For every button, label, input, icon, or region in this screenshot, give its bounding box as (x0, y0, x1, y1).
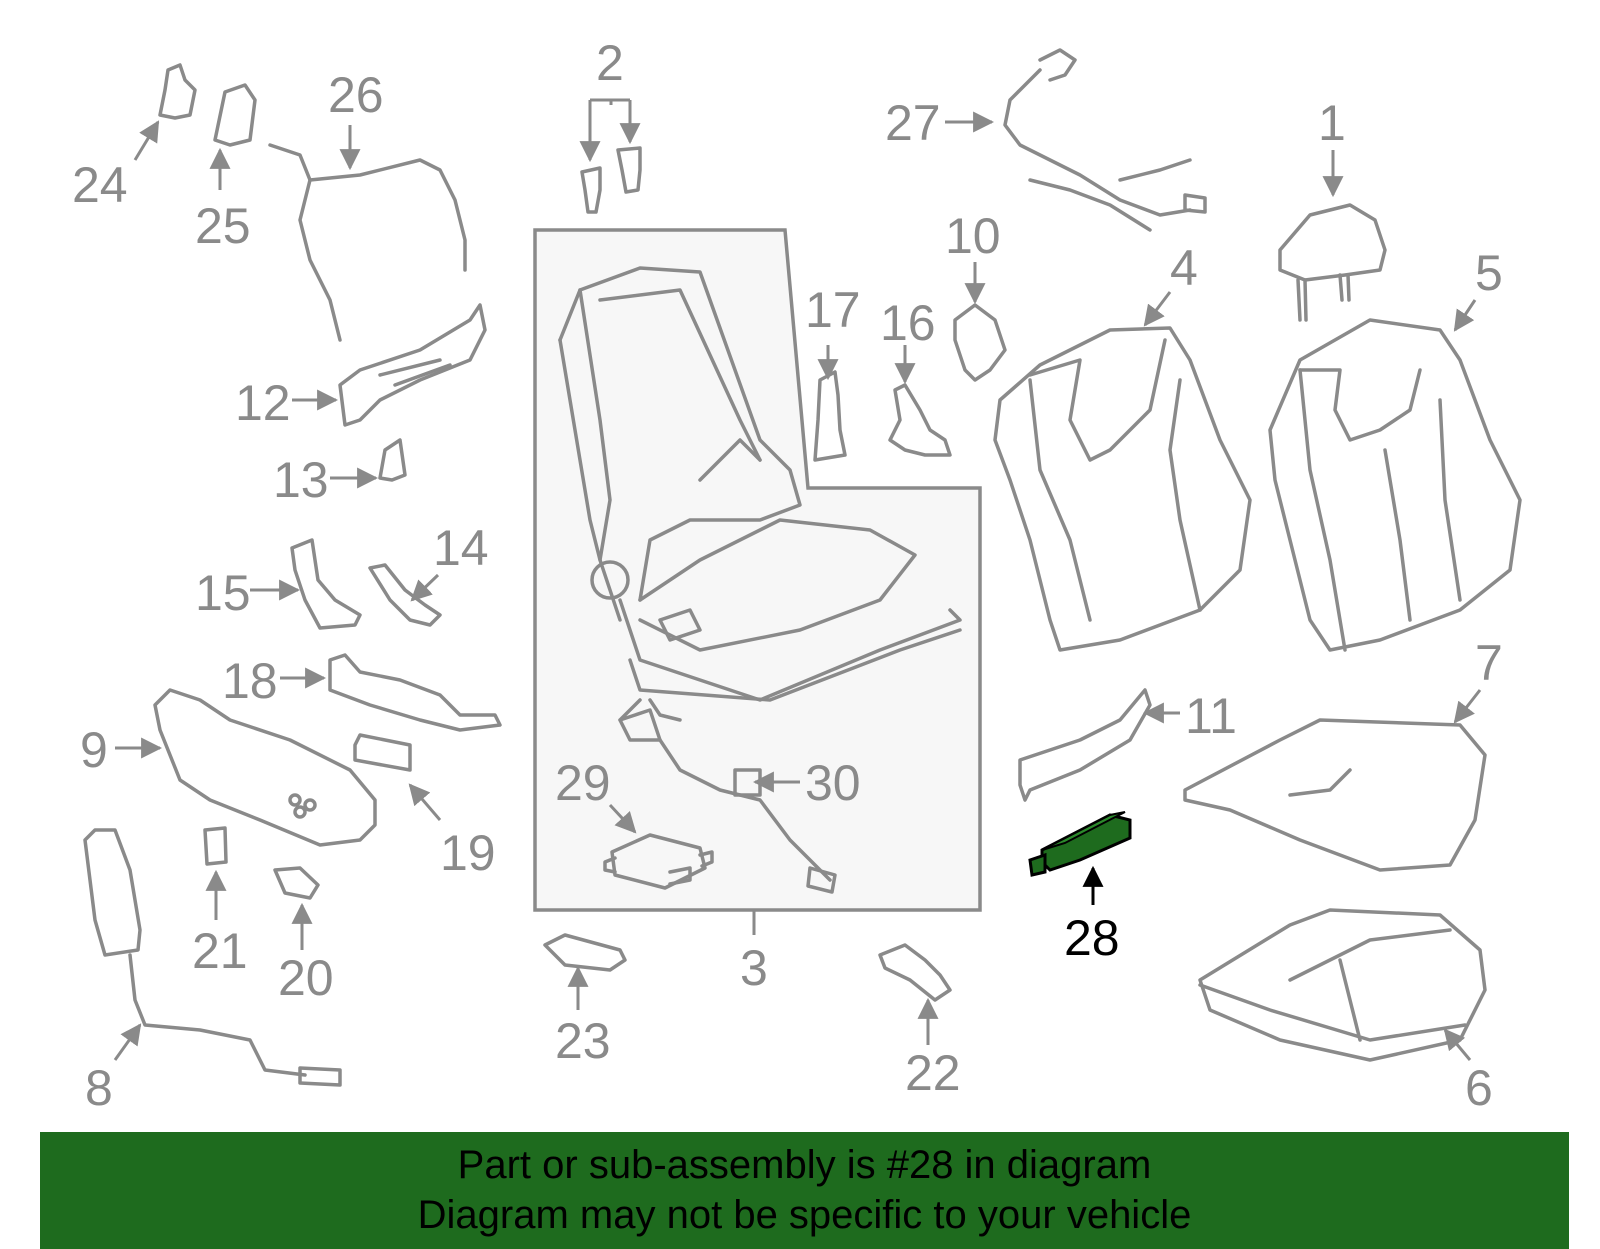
leader-lines (113, 98, 1482, 1061)
part-19 (353, 733, 412, 772)
part-21 (203, 826, 228, 866)
part-25 (213, 83, 257, 147)
callout-10: 10 (945, 208, 1001, 264)
part-15 (290, 538, 362, 630)
seatback-cover-part-4 (993, 326, 1252, 652)
part-16 (888, 383, 952, 457)
callout-9: 9 (80, 722, 108, 778)
part-10 (953, 303, 1007, 382)
part-22 (878, 943, 952, 1002)
part-14 (368, 563, 442, 627)
seatback-cover-part-5 (1268, 318, 1522, 652)
callout-28[interactable]: 28 (1064, 910, 1120, 966)
headrest-part-1 (1278, 203, 1387, 322)
seatback-harness-part-27 (1003, 48, 1207, 232)
callout-14: 14 (433, 520, 489, 576)
callout-19: 19 (440, 825, 496, 881)
part-18 (328, 653, 502, 732)
callout-11: 11 (1185, 688, 1237, 744)
part-20 (273, 866, 320, 900)
callout-20: 20 (278, 950, 334, 1006)
cushion-cover-part-6 (1198, 908, 1487, 1062)
banner-line-1: Part or sub-assembly is #28 in diagram (457, 1143, 1152, 1187)
part-12-bracket (338, 303, 487, 427)
callout-13: 13 (273, 452, 329, 508)
part-23 (543, 933, 627, 972)
callout-30: 30 (805, 755, 861, 811)
callout-24: 24 (72, 157, 128, 213)
callout-25: 25 (195, 198, 251, 254)
control-module-part-29 (603, 833, 714, 890)
part-2-guides (580, 146, 642, 214)
banner-line-2: Diagram may not be specific to your vehi… (417, 1193, 1192, 1237)
highlighted-part-28[interactable] (1028, 811, 1132, 877)
callout-1: 1 (1318, 95, 1346, 151)
callout-17: 17 (805, 282, 861, 338)
cushion-pad-part-7 (1183, 718, 1487, 872)
callout-2: 2 (596, 35, 624, 91)
info-banner: Part or sub-assembly is #28 in diagram D… (40, 1132, 1569, 1249)
callout-12: 12 (235, 375, 291, 431)
part-8-airbag (83, 828, 342, 1087)
callout-27: 27 (885, 95, 941, 151)
part-13 (378, 438, 407, 482)
callout-7: 7 (1475, 635, 1503, 691)
callout-3: 3 (740, 940, 768, 996)
part-9-side-shield (153, 688, 377, 847)
part-26-wire (268, 143, 467, 342)
callout-29: 29 (555, 755, 611, 811)
callout-23: 23 (555, 1013, 611, 1069)
seat-frame-part (558, 266, 962, 702)
callout-15: 15 (195, 565, 251, 621)
callout-26: 26 (328, 67, 384, 123)
callout-8: 8 (85, 1060, 113, 1116)
callout-16: 16 (880, 295, 936, 351)
part-24 (158, 63, 197, 120)
callout-4: 4 (1170, 240, 1198, 296)
part-17 (813, 370, 847, 462)
callout-5: 5 (1475, 245, 1503, 301)
wire-harness-part (618, 698, 837, 894)
callout-18: 18 (222, 653, 278, 709)
trim-strip-part-11 (1018, 688, 1152, 802)
callout-labels: 1 2 3 4 5 6 7 8 9 10 11 12 13 14 15 16 1… (72, 35, 1503, 1116)
callout-22: 22 (905, 1045, 961, 1101)
callout-21: 21 (192, 923, 248, 979)
callout-6: 6 (1465, 1060, 1493, 1116)
